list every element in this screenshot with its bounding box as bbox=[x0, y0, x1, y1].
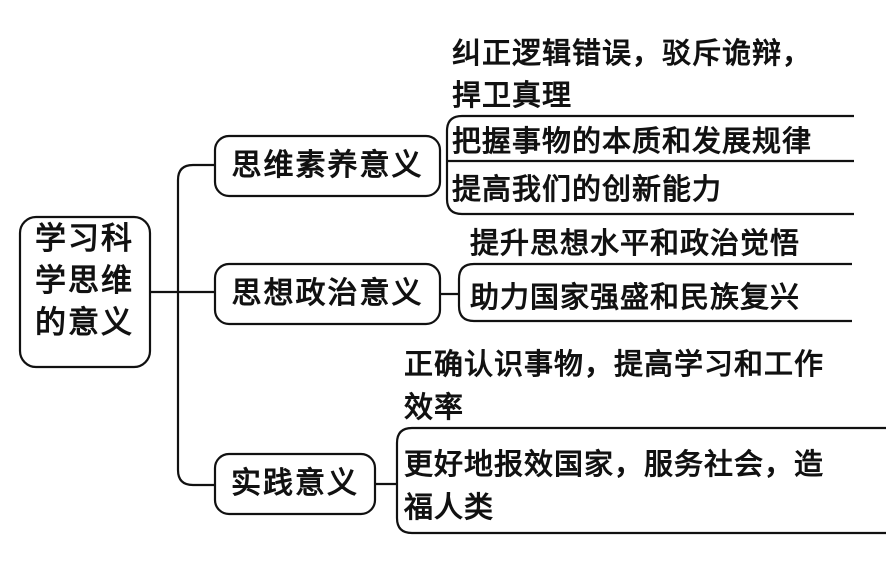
leaf-text: 纠正逻辑错误，驳斥诡辩， bbox=[452, 36, 813, 70]
leaf-bracket-3 bbox=[395, 426, 886, 535]
branch-node-ideological-political: 思想政治意义 bbox=[231, 276, 424, 311]
leaf-text: 福人类 bbox=[404, 490, 495, 524]
leaf-text: 提升思想水平和政治觉悟 bbox=[470, 226, 801, 260]
leaf-text: 提高我们的创新能力 bbox=[452, 172, 723, 206]
leaf-bracket-1 bbox=[445, 114, 854, 216]
leaf-text: 捍卫真理 bbox=[452, 78, 573, 112]
root-node: 学习科学思维的意义 bbox=[35, 221, 134, 341]
leaf-text: 把握事物的本质和发展规律 bbox=[452, 124, 813, 158]
branch-node-practice: 实践意义 bbox=[231, 466, 359, 501]
leaf-bracket-2 bbox=[457, 262, 852, 323]
leaf-text: 正确认识事物，提高学习和工作 bbox=[404, 347, 825, 381]
branch-box-1 bbox=[213, 134, 442, 198]
branch-node-thinking-literacy: 思维素养意义 bbox=[231, 148, 424, 183]
trunk-line bbox=[176, 163, 215, 487]
leaf-text: 效率 bbox=[404, 390, 465, 424]
leaf-text: 助力国家强盛和民族复兴 bbox=[470, 280, 801, 314]
leaf-text: 更好地报效国家，服务社会，造 bbox=[404, 447, 825, 481]
